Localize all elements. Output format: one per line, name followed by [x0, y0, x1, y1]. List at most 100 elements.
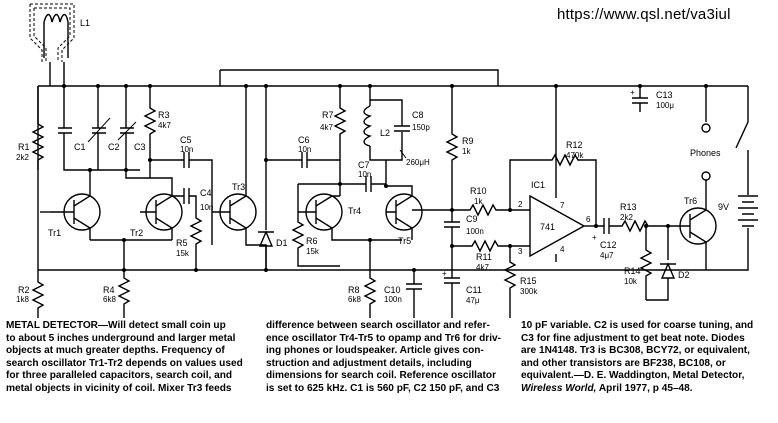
svg-text:100n: 100n [466, 227, 484, 236]
label-tr2: Tr2 [130, 228, 143, 238]
svg-text:6k8: 6k8 [103, 295, 116, 304]
caption-journal: Wireless World, [521, 382, 597, 394]
diode-d1: D1 [258, 86, 288, 270]
label-c1: C1 [74, 142, 86, 152]
svg-text:10n: 10n [200, 203, 213, 212]
label-c2: C2 [108, 142, 120, 152]
label-r7: R7 [322, 110, 334, 120]
svg-text:15k: 15k [176, 249, 190, 258]
caption-column-1: METAL DETECTOR—Will detect small coin up… [6, 320, 243, 394]
svg-text:1k8: 1k8 [16, 295, 29, 304]
label-r4: R4 [103, 285, 115, 295]
label-r13: R13 [620, 202, 637, 212]
battery-9v: 9V [718, 195, 758, 227]
resistor-r4: R4 6k8 [103, 270, 131, 318]
svg-text:10n: 10n [298, 145, 311, 154]
svg-text:2k2: 2k2 [620, 213, 633, 222]
label-c11: C11 [466, 285, 482, 295]
svg-text:10n: 10n [358, 170, 371, 179]
svg-text:100μ: 100μ [656, 101, 674, 110]
capacitor-c11: + C11 47μ [442, 246, 482, 318]
svg-text:4k7: 4k7 [320, 123, 333, 132]
label-r3: R3 [158, 110, 170, 120]
label-c6: C6 [298, 135, 310, 145]
svg-text:+: + [592, 233, 597, 242]
power-switch [735, 121, 749, 149]
label-c13: C13 [656, 90, 673, 100]
label-tr3: Tr3 [232, 182, 245, 192]
label-c4: C4 [200, 188, 212, 198]
svg-text:10n: 10n [180, 145, 193, 154]
label-c7: C7 [358, 160, 370, 170]
resistor-r3: R3 4k7 [143, 86, 171, 178]
source-url: https://www.qsl.net/va3iul [557, 6, 731, 23]
svg-text:7: 7 [560, 201, 565, 210]
svg-text:260μH: 260μH [406, 158, 430, 167]
label-l1: L1 [80, 18, 90, 28]
label-r10: R10 [470, 186, 487, 196]
resistor-r11: R11 4k7 [452, 239, 530, 272]
label-tr4: Tr4 [348, 206, 361, 216]
tank-l2-c8: C8 150p L2 260μH [363, 86, 430, 167]
capacitor-c12: + C12 4μ7 R13 2k2 [592, 202, 676, 260]
label-r5: R5 [176, 238, 188, 248]
capacitor-c4: C4 10n [172, 188, 213, 212]
label-r1: R1 [18, 142, 30, 152]
transistor-tr2: Tr2 [130, 186, 183, 240]
transistor-tr4: Tr4 [297, 183, 402, 241]
svg-text:6: 6 [586, 215, 591, 224]
label-c10: C10 [384, 285, 401, 295]
svg-text:4: 4 [560, 245, 565, 254]
resistor-r8: R8 6k8 [348, 240, 377, 318]
label-r9: R9 [462, 136, 474, 146]
transistor-tr6: Tr6 [676, 180, 717, 270]
svg-text:10k: 10k [624, 277, 638, 286]
capacitor-c6: C6 10n [266, 135, 340, 168]
capacitor-c7: C7 10n [340, 160, 387, 192]
phones-jack: Phones [690, 86, 721, 181]
svg-text:47μ: 47μ [466, 296, 480, 305]
svg-text:+: + [630, 88, 635, 97]
svg-text:2: 2 [518, 200, 523, 209]
svg-text:1k: 1k [462, 147, 471, 156]
diode-d2: D2 [646, 226, 690, 301]
label-r12: R12 [566, 140, 583, 150]
label-c3: C3 [134, 142, 146, 152]
svg-text:1k: 1k [474, 197, 483, 206]
svg-text:4μ7: 4μ7 [600, 251, 614, 260]
label-ic-type: 741 [540, 222, 555, 232]
resistor-r6: R6 15k [291, 212, 340, 267]
search-coil-l1: L1 [29, 3, 90, 86]
label-phones: Phones [690, 148, 721, 158]
label-tr5: Tr5 [398, 236, 411, 246]
resistor-r2: R2 1k8 [16, 270, 45, 318]
label-c8: C8 [412, 110, 424, 120]
metal-detector-schematic: L1 C1 C2 C3 R1 2k2 R2 1k8 Tr1 Tr2 [16, 3, 758, 318]
label-d1: D1 [276, 238, 288, 248]
resistor-r9: R9 1k [445, 86, 474, 210]
svg-text:100n: 100n [384, 295, 402, 304]
label-c5: C5 [180, 135, 192, 145]
label-r14: R14 [624, 266, 641, 276]
opamp-ic1: IC1 741 2 3 7 4 6 [518, 86, 596, 262]
label-r11: R11 [476, 252, 492, 262]
junction-dots [62, 84, 708, 272]
caption-column-2: difference between search oscillator and… [266, 320, 502, 394]
svg-text:470k: 470k [566, 151, 584, 160]
resistor-r12: R12 470k [509, 140, 597, 226]
svg-text:+: + [442, 269, 447, 278]
label-r2: R2 [18, 285, 30, 295]
capacitor-c10: C10 100n [384, 270, 422, 318]
capacitor-c5: C5 10n [150, 135, 213, 245]
transistor-tr1: Tr1 [48, 186, 101, 240]
label-battery: 9V [718, 202, 729, 212]
label-r8: R8 [348, 285, 360, 295]
resistor-r10: R10 1k [412, 186, 530, 217]
svg-text:2k2: 2k2 [16, 153, 29, 162]
resistor-r14: R14 10k [624, 226, 653, 300]
label-c9: C9 [466, 214, 478, 224]
label-r6: R6 [306, 236, 318, 246]
tank-capacitors: C1 C2 C3 [58, 86, 146, 171]
resistor-r7: R7 4k7 [320, 86, 347, 196]
capacitor-c9: C9 100n [444, 210, 484, 246]
